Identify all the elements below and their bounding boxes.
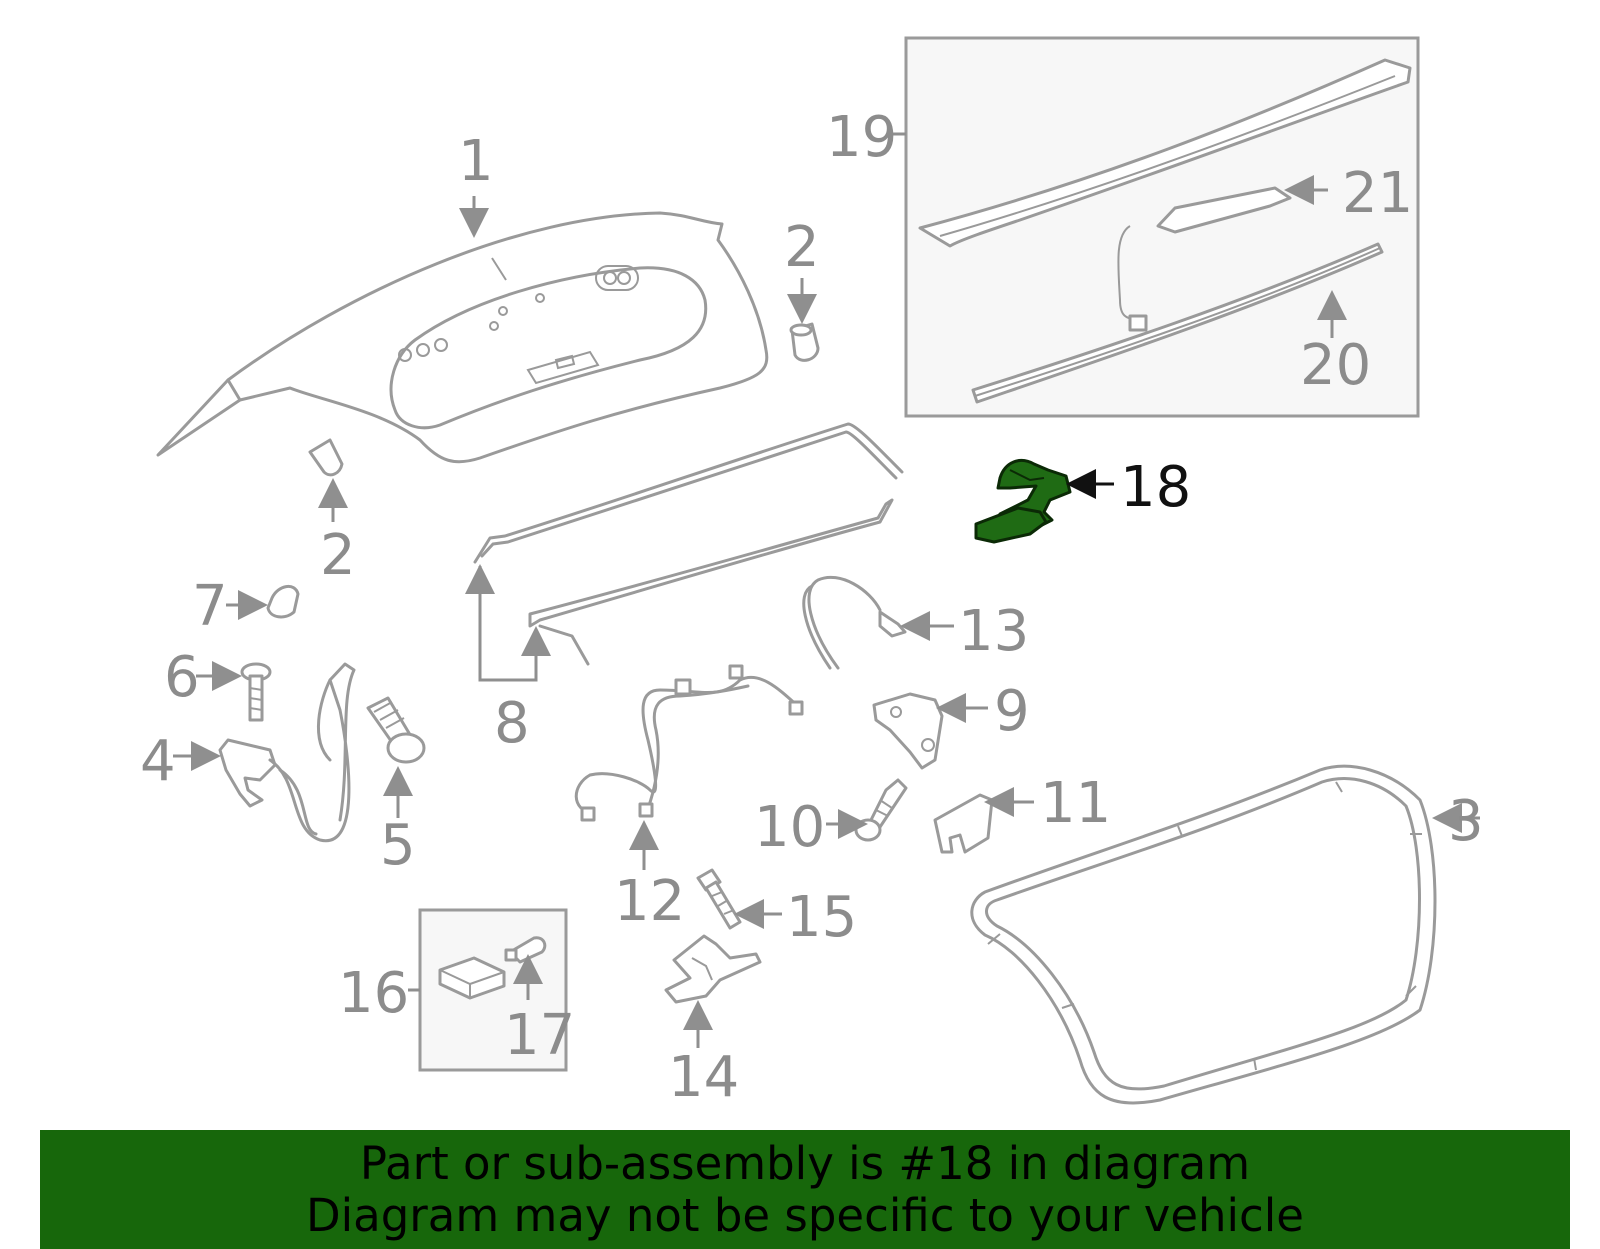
part-5-bolt xyxy=(366,696,426,764)
callout-19: 19 xyxy=(826,105,897,170)
callout-4: 4 xyxy=(140,729,176,794)
callout-13: 13 xyxy=(958,599,1029,664)
part-7-cap xyxy=(266,585,300,619)
callout-labels: 1 2 2 3 4 5 6 7 8 9 10 11 12 13 14 15 16… xyxy=(140,105,1484,1110)
part-9-bracket xyxy=(872,692,944,770)
callout-7: 7 xyxy=(192,574,228,639)
callout-17: 17 xyxy=(504,1003,575,1068)
info-banner: Part or sub-assembly is #18 in diagram D… xyxy=(40,1130,1570,1249)
part-18-highlighted xyxy=(974,459,1072,544)
callout-16: 16 xyxy=(338,961,409,1026)
part-15-bolt xyxy=(696,868,742,930)
callout-5: 5 xyxy=(380,813,416,878)
leader-lines xyxy=(173,132,1480,1048)
callout-20: 20 xyxy=(1300,333,1371,398)
part-12-wire-harness xyxy=(574,664,804,822)
callout-11: 11 xyxy=(1040,771,1111,836)
part-2-bumper-b xyxy=(308,438,344,477)
inset-box-spoiler xyxy=(904,36,1420,418)
part-10-bolt xyxy=(854,778,908,842)
part-3-weatherstrip xyxy=(970,764,1437,1105)
callout-2-upper: 2 xyxy=(784,215,820,280)
callout-20-21-label-21: 21 xyxy=(1342,161,1413,226)
callout-10: 10 xyxy=(754,795,825,860)
callout-14: 14 xyxy=(668,1045,739,1110)
banner-line-disclaimer: Diagram may not be specific to your vehi… xyxy=(306,1188,1304,1242)
part-8-torsion-rods xyxy=(473,422,904,666)
callout-9: 9 xyxy=(994,679,1030,744)
callout-6: 6 xyxy=(164,645,200,710)
callout-3: 3 xyxy=(1448,789,1484,854)
callout-12: 12 xyxy=(614,869,685,934)
part-4-latch xyxy=(218,662,356,843)
callout-8: 8 xyxy=(494,691,530,756)
inset-box-16-17 xyxy=(418,908,568,1072)
callout-18: 18 xyxy=(1120,455,1191,520)
part-6-bolt xyxy=(240,662,272,722)
part-13-release-cable xyxy=(802,575,907,670)
callout-2-lower: 2 xyxy=(320,523,356,588)
callout-1: 1 xyxy=(458,129,494,194)
banner-line-part: Part or sub-assembly is #18 in diagram xyxy=(359,1136,1251,1190)
part-2-bumper-a xyxy=(789,322,820,362)
part-14-striker xyxy=(664,934,762,1004)
part-11-clip xyxy=(933,793,994,854)
callout-15: 15 xyxy=(786,885,857,950)
part-1-trunk-lid xyxy=(156,211,769,464)
